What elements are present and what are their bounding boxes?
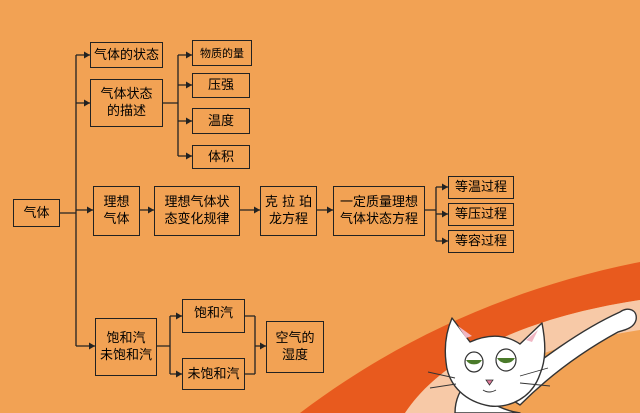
node-isobaric: 等压过程	[448, 203, 514, 226]
node-volume: 体积	[192, 145, 250, 169]
node-temperature: 温度	[192, 108, 250, 134]
cat-face	[427, 326, 551, 393]
node-pressure: 压强	[192, 73, 250, 98]
node-saturated-vapor: 饱和汽	[182, 299, 245, 333]
swoosh-shape	[300, 262, 640, 413]
connector-state-desc	[163, 54, 192, 157]
node-unsaturated-vapor: 未饱和汽	[182, 358, 245, 390]
cat-head	[444, 317, 546, 407]
connector-humidity	[245, 315, 266, 375]
node-gas-state: 气体的状态	[90, 42, 163, 68]
node-isothermal: 等温过程	[448, 176, 514, 199]
node-fixed-mass-state-equation: 一定质量理想 气体状态方程	[333, 186, 425, 236]
node-air-humidity: 空气的 湿度	[266, 321, 324, 373]
node-saturated-unsaturated: 饱和汽 未饱和汽	[95, 318, 157, 376]
connector-gas-branches	[76, 54, 95, 347]
node-isochoric: 等容过程	[448, 230, 514, 253]
node-amount-of-substance: 物质的量	[192, 40, 252, 66]
connector-sat	[157, 315, 182, 375]
node-state-description: 气体状态 的描述	[90, 79, 163, 127]
node-ideal-gas-law: 理想气体状 态变化规律	[154, 186, 240, 236]
node-clapeyron-equation: 克 拉 珀 龙方程	[260, 186, 317, 236]
node-gas: 气体	[13, 199, 60, 227]
node-ideal-gas: 理想 气体	[93, 186, 140, 236]
